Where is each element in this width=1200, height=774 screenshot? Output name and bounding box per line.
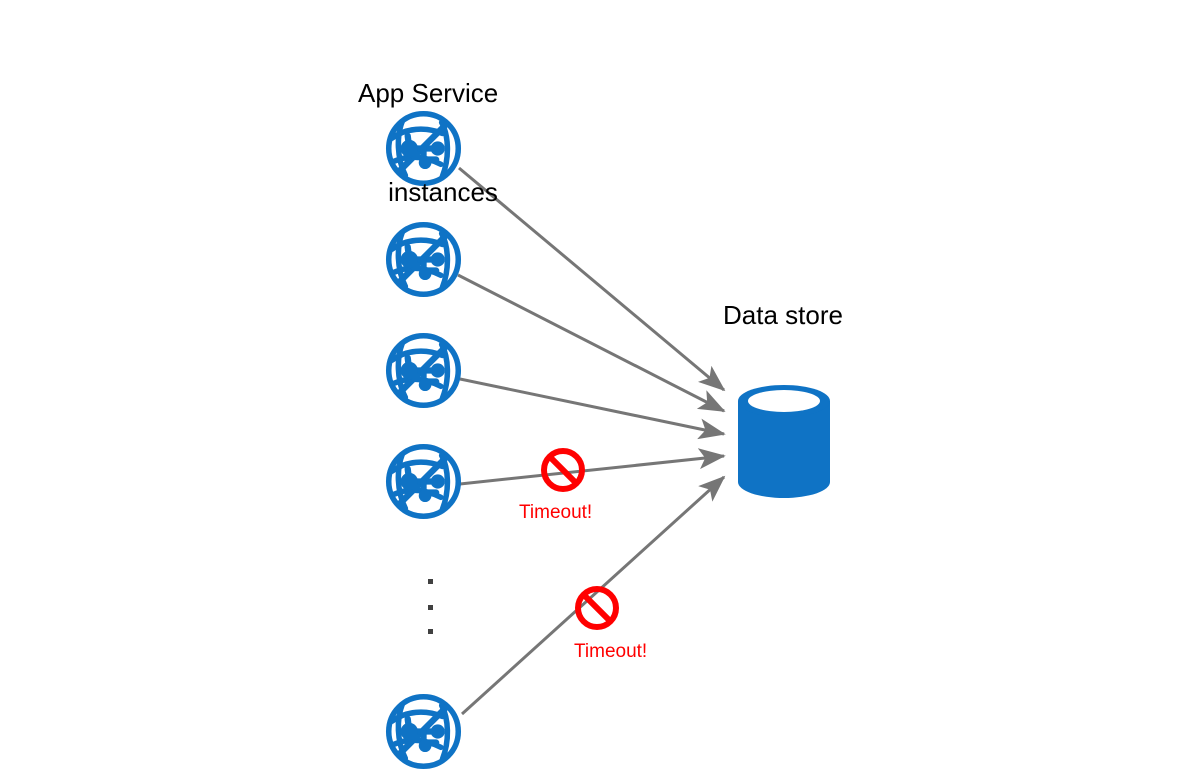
connection-arrow-4 bbox=[459, 448, 726, 486]
app-service-group-label-line2: instances bbox=[388, 177, 498, 208]
connection-arrow-1 bbox=[458, 166, 726, 392]
no-entry-slash bbox=[547, 454, 579, 486]
app-service-group-label: App Service instances bbox=[358, 10, 528, 276]
data-store-cylinder-top bbox=[748, 390, 820, 412]
connection-arrows bbox=[457, 166, 726, 716]
connection-arrow-2 bbox=[457, 273, 726, 413]
app-service-instance-5-icon[interactable] bbox=[389, 697, 459, 767]
app-service-instance-4-icon[interactable] bbox=[389, 447, 459, 517]
connection-arrow-3 bbox=[459, 377, 726, 440]
timeout-marker-1 bbox=[541, 448, 585, 492]
timeout-marker-2 bbox=[575, 586, 619, 630]
timeout-label-2: Timeout! bbox=[574, 641, 648, 662]
ellipsis-dot-3 bbox=[428, 629, 433, 634]
ellipsis-dot-2 bbox=[428, 605, 433, 610]
connection-arrow-5 bbox=[460, 475, 726, 716]
data-store-cylinder[interactable] bbox=[738, 385, 830, 498]
no-entry-icon bbox=[575, 586, 619, 630]
ellipsis-dot-1 bbox=[428, 579, 433, 584]
no-entry-icon bbox=[541, 448, 585, 492]
timeout-label-1: Timeout! bbox=[519, 502, 593, 523]
instances-ellipsis bbox=[428, 579, 433, 634]
app-service-instance-3-icon[interactable] bbox=[389, 336, 459, 406]
data-store-label: Data store bbox=[723, 300, 843, 330]
no-entry-slash bbox=[581, 592, 613, 624]
app-service-group-label-line1: App Service bbox=[358, 77, 499, 108]
